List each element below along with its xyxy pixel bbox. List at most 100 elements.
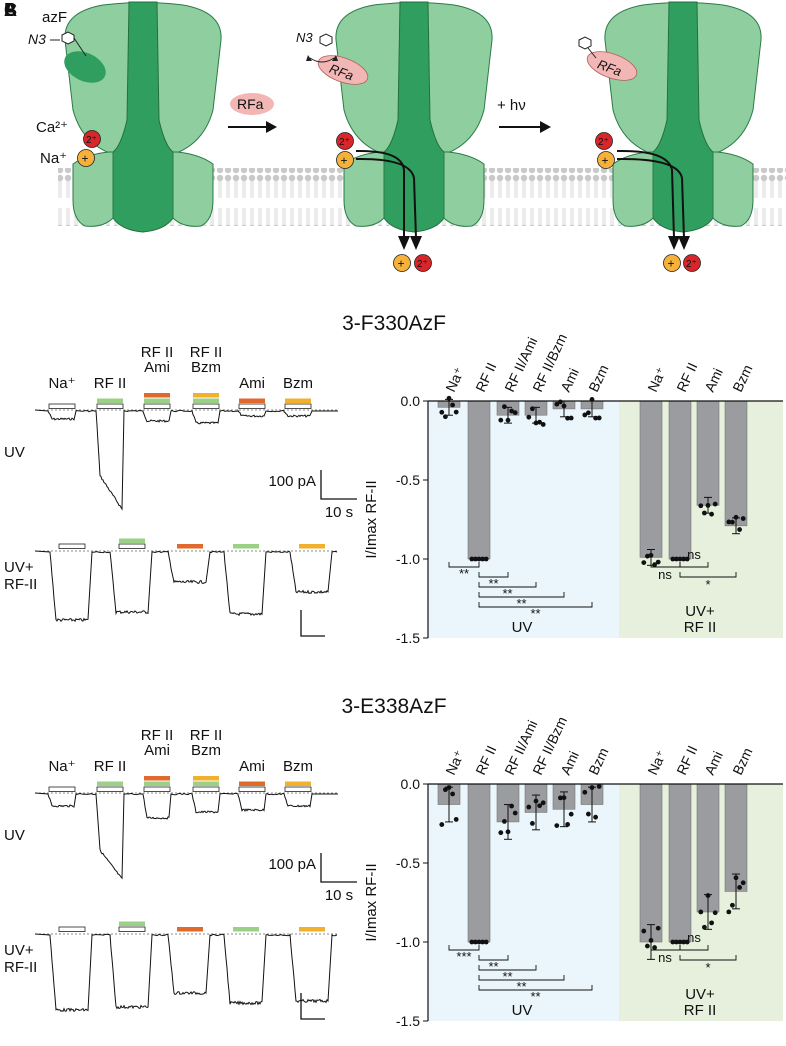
ion-flux-3: 2⁺ + + 2⁺ xyxy=(595,132,701,272)
group-label-uvrf-line2: RF II xyxy=(684,619,717,636)
step-arrow-light: + hν xyxy=(497,97,551,133)
data-point xyxy=(561,795,567,801)
data-point xyxy=(554,823,560,829)
sig-bracket xyxy=(679,572,737,578)
trace-row-label-uv: UV xyxy=(4,444,25,461)
sig-label: ** xyxy=(459,566,469,581)
panel-title: 3-F330AzF xyxy=(342,312,446,335)
data-point xyxy=(582,412,588,418)
data-point xyxy=(593,814,598,820)
data-point xyxy=(733,514,739,520)
data-point xyxy=(533,420,539,426)
data-point xyxy=(740,516,746,521)
data-point xyxy=(537,419,542,425)
sig-label: ns xyxy=(658,567,672,582)
perfusion-bar-orange xyxy=(177,544,203,549)
sig-label: *** xyxy=(456,949,471,964)
condition-label-0: Na⁺ xyxy=(48,758,75,775)
channel-closed xyxy=(64,1,222,233)
condition-label-4: Ami xyxy=(239,758,265,775)
na-ion-symbol-3: + xyxy=(398,257,405,271)
data-point xyxy=(730,519,735,525)
data-point xyxy=(737,527,742,532)
data-point xyxy=(480,939,485,945)
data-point xyxy=(530,821,535,826)
y-tick-label: -0.5 xyxy=(396,855,420,871)
data-point xyxy=(473,556,478,562)
category-label: RF II xyxy=(472,743,499,777)
sig-bracket xyxy=(478,572,509,578)
data-point xyxy=(684,556,690,562)
bar xyxy=(696,400,720,506)
data-point xyxy=(726,909,732,915)
perfusion-bar-white xyxy=(96,786,124,792)
data-point xyxy=(709,511,714,517)
data-point xyxy=(453,409,459,415)
data-point xyxy=(733,875,739,881)
data-point xyxy=(674,939,679,945)
data-point xyxy=(677,939,683,945)
condition-label-1: RF II xyxy=(94,758,127,775)
data-point xyxy=(469,939,475,945)
panel-title: 3-E338AzF xyxy=(341,695,446,718)
ca-ion-symbol: 2⁺ xyxy=(86,135,97,146)
data-point xyxy=(596,784,602,789)
data-point xyxy=(582,789,588,795)
perfusion-bar-white xyxy=(96,403,124,409)
category-label: RF II xyxy=(673,743,700,777)
bar xyxy=(696,783,720,913)
category-label: Ami xyxy=(557,366,582,395)
y-axis-label: I/Imax RF-II xyxy=(363,480,380,558)
data-point xyxy=(568,811,574,817)
sig-bracket xyxy=(478,592,565,598)
condition-label-0: Na⁺ xyxy=(48,375,75,392)
light-label: + hν xyxy=(497,97,526,114)
sig-label: * xyxy=(705,577,710,592)
sig-bracket xyxy=(478,955,509,961)
perfusion-bar-yellow xyxy=(299,927,325,932)
data-point xyxy=(712,501,718,507)
data-point xyxy=(533,798,539,804)
sig-bracket xyxy=(478,975,565,981)
bar xyxy=(724,400,748,527)
perfusion-bar-white xyxy=(118,926,146,932)
data-point xyxy=(652,562,657,568)
bar xyxy=(467,783,491,943)
data-point xyxy=(476,939,482,945)
data-point xyxy=(561,403,567,409)
data-point xyxy=(483,556,489,562)
condition-label-3: RF II xyxy=(190,344,223,361)
perfusion-bar-white xyxy=(58,543,86,549)
sig-bracket xyxy=(478,965,537,971)
data-point xyxy=(740,880,746,886)
data-point xyxy=(480,556,485,562)
uv-group-background xyxy=(428,401,619,638)
data-point xyxy=(443,414,448,420)
perfusion-bar-orange xyxy=(177,927,203,932)
perfusion-bar-white xyxy=(192,786,220,792)
data-point xyxy=(737,885,742,890)
data-point xyxy=(698,909,704,915)
condition-label-5: Bzm xyxy=(283,758,313,775)
data-point xyxy=(709,920,714,926)
data-point xyxy=(450,402,455,408)
data-point xyxy=(537,803,542,809)
perfusion-bar-green xyxy=(97,781,123,786)
data-point xyxy=(512,810,518,816)
ion-legend: Ca²⁺ 2⁺ Na⁺ + xyxy=(36,119,101,167)
data-point xyxy=(509,803,514,809)
panel-letter-b: B xyxy=(4,0,17,20)
ca-ion-symbol-4: 2⁺ xyxy=(598,137,609,148)
data-point xyxy=(473,939,478,945)
trace-row-label-uvrf-line1: UV+ xyxy=(4,942,34,959)
azf-sidechain: azF N3 xyxy=(28,9,87,57)
data-point xyxy=(505,829,511,835)
data-point xyxy=(443,787,448,793)
condition-label-5: Bzm xyxy=(283,375,313,392)
data-point xyxy=(652,945,657,950)
